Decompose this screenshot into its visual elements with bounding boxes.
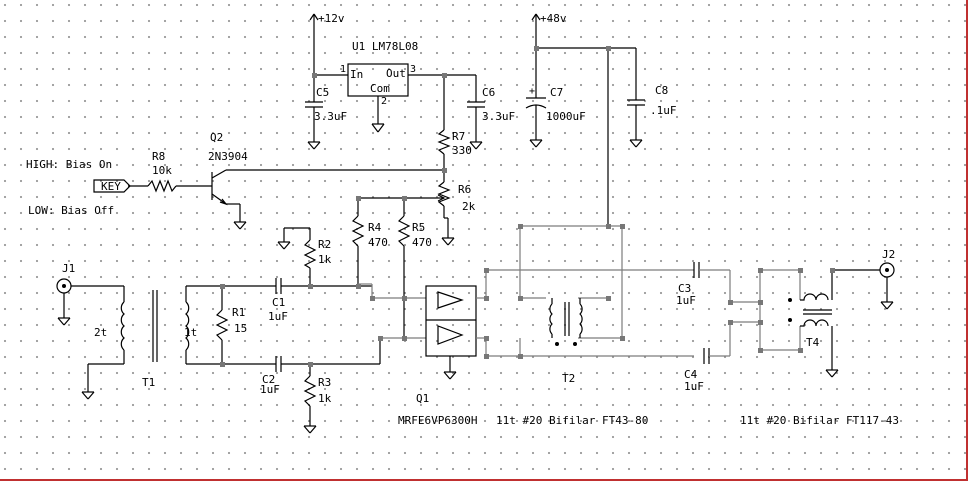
resistor-r2: R2 1k — [277, 227, 332, 284]
transformer-t1: 2t 1t T1 — [81, 285, 222, 400]
c1-value: 1uF — [268, 310, 288, 323]
power-rail-12v: +12v — [309, 12, 345, 75]
regulator-pin2: 2 — [381, 96, 387, 107]
c3-value: 1uF — [676, 294, 696, 307]
regulator-com-label: Com — [370, 82, 390, 95]
gate-bias-bus — [357, 197, 436, 216]
r2-ref: R2 — [318, 238, 331, 251]
r4-value: 470 — [368, 236, 388, 249]
r5-ref: R5 — [412, 221, 425, 234]
resistor-r1: R1 15 — [215, 286, 247, 364]
resistor-r3: R3 1k — [303, 364, 332, 434]
q1-ref: Q1 — [416, 392, 429, 405]
c2-ref: C2 — [262, 373, 275, 386]
r7-value: 330 — [452, 144, 472, 157]
junction-dots — [220, 46, 835, 367]
c8-value: .1uF — [650, 104, 677, 117]
j1-ref: J1 — [62, 262, 75, 275]
capacitor-c7: + C7 1000uF — [525, 86, 586, 148]
resistor-r5: R5 470 — [397, 215, 432, 338]
key-high-note: HIGH: Bias On — [26, 158, 112, 171]
regulator-out-label: Out — [386, 67, 406, 80]
r3-ref: R3 — [318, 376, 331, 389]
c5-ref: C5 — [316, 86, 329, 99]
r7-ref: R7 — [452, 130, 465, 143]
key-label: KEY — [101, 180, 121, 193]
bias-switch-q2: Q2 2N3904 — [208, 131, 444, 230]
r8-ref: R8 — [152, 150, 165, 163]
c6-ref: C6 — [482, 86, 495, 99]
j2-ref: J2 — [882, 248, 895, 261]
c6-value: 3.3uF — [482, 110, 515, 123]
note-t4-winding: 11t #20 Bifilar FT117-43 — [740, 414, 899, 427]
mosfet-q1: Q1 — [358, 283, 486, 405]
connector-j1: J1 — [56, 262, 124, 326]
t1-secondary-turns: 1t — [184, 326, 197, 339]
r1-value: 15 — [234, 322, 247, 335]
rail-48v-label: +48v — [540, 12, 567, 25]
key-low-note: LOW: Bias Off — [28, 204, 114, 217]
c4-ref: C4 — [684, 368, 698, 381]
capacitor-c5: C5 3.3uF — [305, 75, 347, 150]
c1-ref: C1 — [272, 296, 285, 309]
capacitor-c8: C8 .1uF — [627, 48, 677, 148]
capacitor-c6: C6 3.3uF — [444, 74, 515, 150]
c3-ref: C3 — [678, 282, 691, 295]
c7-value: 1000uF — [546, 110, 586, 123]
regulator-in-label: In — [350, 68, 363, 81]
c5-value: 3.3uF — [314, 110, 347, 123]
drain-feed-t2 — [485, 225, 694, 357]
r1-ref: R1 — [232, 306, 245, 319]
regulator-pin1: 1 — [340, 64, 346, 75]
c2-value: 1uF — [260, 383, 280, 396]
t1-ref: T1 — [142, 376, 155, 389]
r6-ref: R6 — [458, 183, 471, 196]
capacitor-c4: C4 1uF — [684, 321, 760, 393]
transformer-t4: T4 — [759, 269, 880, 378]
resistor-r7: R7 330 — [437, 75, 472, 170]
q2-part: 2N3904 — [208, 150, 248, 163]
resistor-r4: R4 470 — [351, 215, 388, 284]
regulator-u1: U1 LM78L08 In Out Com 1 2 3 — [314, 40, 444, 133]
r5-value: 470 — [412, 236, 432, 249]
r8-value: 10k — [152, 164, 172, 177]
resistor-r8: R8 10k — [128, 150, 212, 193]
c4-value: 1uF — [684, 380, 704, 393]
regulator-pin3: 3 — [410, 64, 416, 75]
rail-12v-label: +12v — [318, 12, 345, 25]
regulator-ref: U1 LM78L08 — [352, 40, 418, 53]
key-input: HIGH: Bias On LOW: Bias Off KEY — [26, 158, 131, 217]
t1-primary-turns: 2t — [94, 326, 107, 339]
svg-text:+: + — [529, 86, 535, 97]
transformer-t2: T2 — [549, 298, 583, 385]
c7-ref: C7 — [550, 86, 563, 99]
capacitor-c2: C2 1uF — [222, 338, 381, 396]
c8-ref: C8 — [655, 84, 668, 97]
potentiometer-r6: R6 2k — [436, 170, 476, 246]
r2-value: 1k — [318, 253, 332, 266]
q2-ref: Q2 — [210, 131, 223, 144]
r4-ref: R4 — [368, 221, 382, 234]
note-t2-winding: 11t #20 Bifilar FT43-80 — [496, 414, 648, 427]
note-mosfet-part: MRFE6VP6300H — [398, 414, 477, 427]
power-rail-48v: +48v — [531, 12, 636, 226]
connector-j2: J2 — [879, 248, 895, 310]
r6-value: 2k — [462, 200, 476, 213]
t2-ref: T2 — [562, 372, 575, 385]
r3-value: 1k — [318, 392, 332, 405]
t4-ref: T4 — [806, 336, 820, 349]
capacitor-c3: C3 1uF — [676, 262, 760, 307]
